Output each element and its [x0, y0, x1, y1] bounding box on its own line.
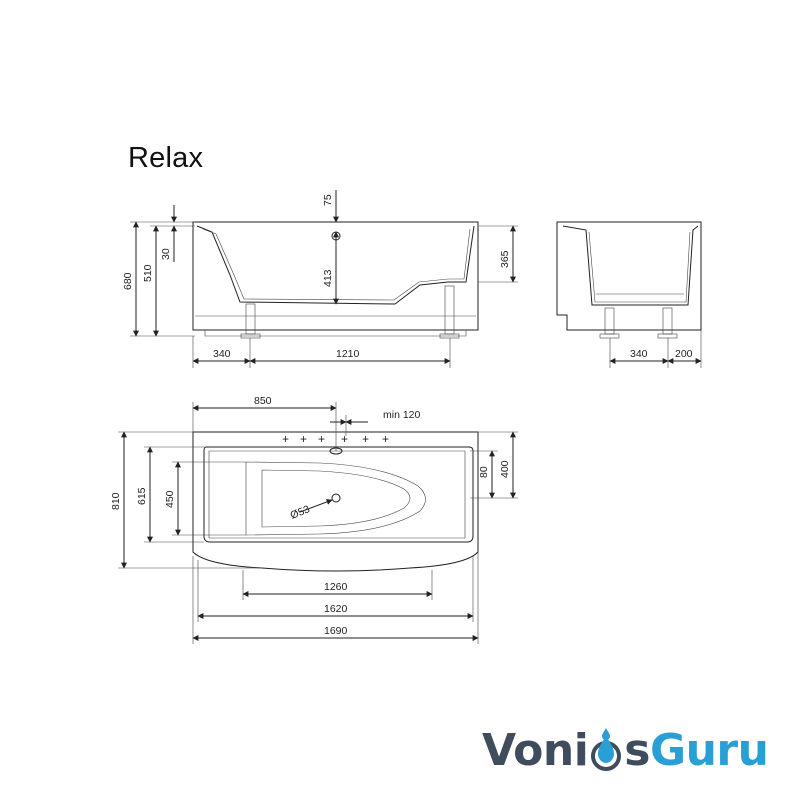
top-view: Ø53 + + + + + + 850 min 120 810 615 — [110, 395, 518, 644]
end-view-basin — [562, 225, 699, 306]
dim-label: 413 — [322, 269, 334, 287]
logo-text-guru: Guru — [649, 724, 769, 776]
dim-label: 80 — [478, 466, 490, 478]
end-view: 340 200 — [556, 221, 702, 368]
tap-holes: + + + + + + — [282, 432, 389, 446]
side-view-base — [195, 315, 476, 337]
water-drop-icon — [591, 728, 622, 771]
end-view-outline — [556, 221, 702, 331]
side-view: 680 510 30 75 413 365 340 1210 — [122, 190, 518, 368]
dim-label: 450 — [164, 490, 176, 508]
side-view-legs — [240, 285, 460, 339]
top-view-outline — [192, 431, 479, 572]
side-view-outline — [192, 221, 479, 331]
dim-label: 1210 — [336, 348, 360, 360]
dim-label: 200 — [675, 348, 693, 360]
brand-logo: Voni s Guru — [482, 722, 769, 778]
dim-label: 1690 — [324, 625, 348, 637]
side-view-basin — [196, 225, 475, 305]
dim-label: Ø53 — [289, 503, 312, 522]
dim-label: 340 — [213, 348, 231, 360]
svg-text:+: + — [362, 432, 369, 446]
dim-label: 365 — [499, 250, 511, 268]
dim-label: 1620 — [324, 603, 348, 615]
dim-label: 400 — [499, 460, 511, 478]
svg-text:+: + — [341, 432, 348, 446]
svg-text:+: + — [300, 432, 307, 446]
dim-label: 615 — [136, 487, 148, 505]
dim-label: min 120 — [383, 409, 421, 421]
svg-text:+: + — [318, 432, 325, 446]
dim-label: 1260 — [324, 581, 348, 593]
dim-label: 810 — [110, 492, 122, 510]
side-view-basin-inner — [202, 228, 471, 301]
svg-text:+: + — [282, 432, 289, 446]
logo-text-s: s — [624, 724, 650, 776]
dim-label: 340 — [630, 348, 648, 360]
top-view-basin — [203, 446, 474, 543]
top-view-backrest — [245, 461, 426, 536]
product-title: Relax — [128, 142, 204, 174]
svg-text:+: + — [382, 432, 389, 446]
dim-label: 680 — [122, 272, 134, 290]
dim-label: 30 — [160, 248, 172, 260]
drain-icon — [331, 493, 341, 503]
dim-label: 510 — [142, 264, 154, 282]
dim-label: 75 — [322, 194, 334, 206]
end-view-legs — [599, 307, 678, 339]
logo-text-voni: Voni — [482, 724, 589, 776]
dim-label: 850 — [254, 395, 272, 407]
